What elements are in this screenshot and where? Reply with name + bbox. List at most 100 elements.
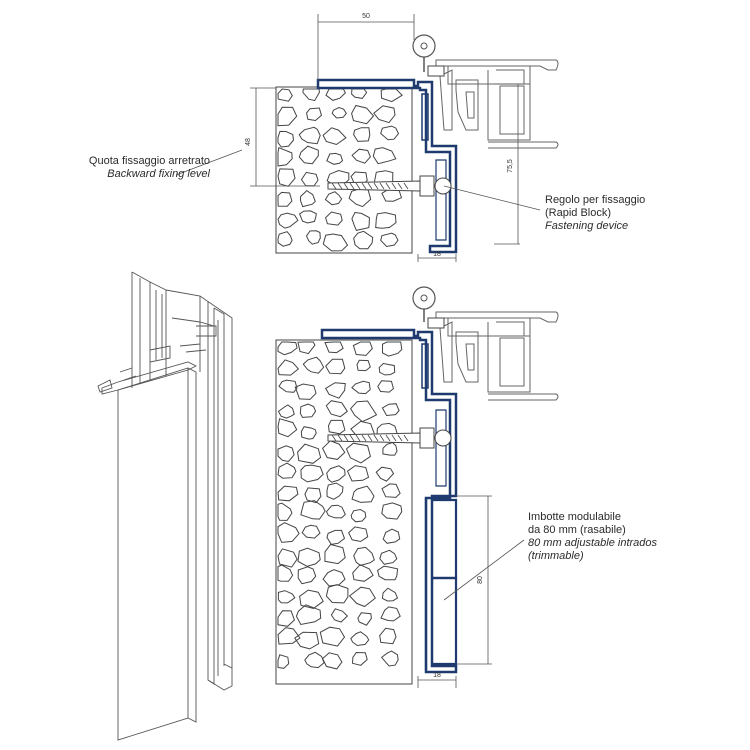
stone	[297, 547, 321, 567]
intrados-profile	[424, 498, 458, 670]
stone	[322, 127, 347, 146]
stone	[297, 443, 322, 464]
stone	[373, 105, 396, 124]
stone	[277, 231, 293, 247]
stone	[297, 566, 317, 585]
stone	[277, 610, 295, 627]
leader-intrados	[443, 539, 525, 601]
stone	[277, 564, 294, 582]
stone	[298, 126, 321, 145]
dim-bottom-width-lower: 18	[433, 672, 441, 679]
stone	[294, 631, 320, 650]
stone	[277, 130, 295, 148]
stone	[331, 106, 347, 119]
stone	[324, 543, 346, 565]
stone	[375, 466, 395, 482]
stone	[321, 652, 343, 670]
stone	[277, 212, 299, 229]
stone	[325, 382, 346, 399]
stone	[277, 341, 298, 356]
stone	[305, 230, 321, 245]
screw-bottom	[327, 427, 452, 449]
isometric-profile-view	[97, 271, 233, 741]
dim-right-height: 75,5	[507, 159, 514, 173]
stone	[304, 651, 325, 669]
stone	[382, 441, 398, 456]
stone	[351, 211, 370, 231]
fastening-device-en: Fastening device	[545, 220, 629, 232]
stone	[353, 230, 374, 250]
stone	[301, 524, 321, 539]
stone	[277, 462, 297, 479]
window-frame-top	[435, 59, 559, 149]
stone	[324, 191, 343, 206]
stone	[322, 233, 349, 252]
stone	[380, 232, 399, 248]
stone	[326, 529, 346, 545]
stone	[346, 465, 370, 482]
stone	[277, 147, 293, 167]
leader-backward-fixing	[175, 149, 243, 176]
stone	[378, 362, 396, 376]
stone	[349, 400, 378, 423]
stone	[277, 654, 290, 669]
stone	[277, 418, 298, 438]
stone	[299, 403, 317, 418]
stone	[382, 341, 403, 357]
stone	[351, 104, 375, 125]
stone	[379, 627, 397, 645]
stone	[297, 341, 316, 355]
dimension-lines-bottom	[417, 495, 492, 688]
stone	[302, 356, 325, 374]
callout-fastening-device: Regolo per fissaggio (Rapid Block) Faste…	[545, 194, 645, 233]
fastening-device-it-2: (Rapid Block)	[545, 207, 612, 219]
stone	[381, 483, 401, 498]
stone	[353, 127, 371, 142]
gasket-bottom	[427, 317, 445, 329]
wall-block-top	[275, 86, 413, 254]
dim-top-width: 50	[362, 13, 370, 20]
bottom-detail: 80 18	[275, 286, 559, 688]
stone	[325, 358, 346, 375]
stone	[277, 191, 293, 207]
stone	[325, 400, 348, 418]
stone	[380, 606, 401, 622]
stone	[295, 604, 322, 626]
stone	[330, 608, 349, 623]
stone	[300, 426, 317, 440]
stone	[277, 590, 296, 604]
stone	[327, 419, 346, 435]
stone	[325, 504, 346, 519]
stone	[326, 465, 346, 483]
stone	[348, 586, 376, 608]
fixing-profile-top	[316, 78, 458, 254]
stone	[350, 631, 370, 647]
stone	[277, 88, 293, 102]
stone	[375, 212, 397, 229]
stone	[319, 626, 346, 647]
hinge-bottom	[412, 286, 436, 310]
stone	[325, 211, 343, 226]
stone-texture-bottom	[277, 341, 403, 670]
stone	[304, 487, 322, 504]
stone	[277, 359, 300, 376]
fixing-profile-bottom	[320, 328, 458, 674]
stone	[351, 148, 371, 164]
stone	[305, 107, 323, 122]
screw-top	[327, 175, 452, 197]
intrados-en-2: (trimmable)	[528, 550, 584, 562]
stone	[379, 549, 398, 565]
hinge-top	[412, 34, 436, 58]
intrados-it-2: da 80 mm (rasabile)	[528, 524, 626, 536]
window-frame-bottom	[435, 311, 559, 401]
stone	[377, 380, 394, 393]
stone	[357, 612, 372, 626]
fastening-device-it-1: Regolo per fissaggio	[545, 194, 646, 206]
stone	[321, 440, 346, 460]
stone	[278, 379, 298, 393]
stone	[277, 522, 300, 543]
dim-left-height: 48	[245, 138, 252, 146]
stone	[277, 502, 293, 521]
stone	[377, 565, 399, 581]
stone	[298, 210, 317, 224]
